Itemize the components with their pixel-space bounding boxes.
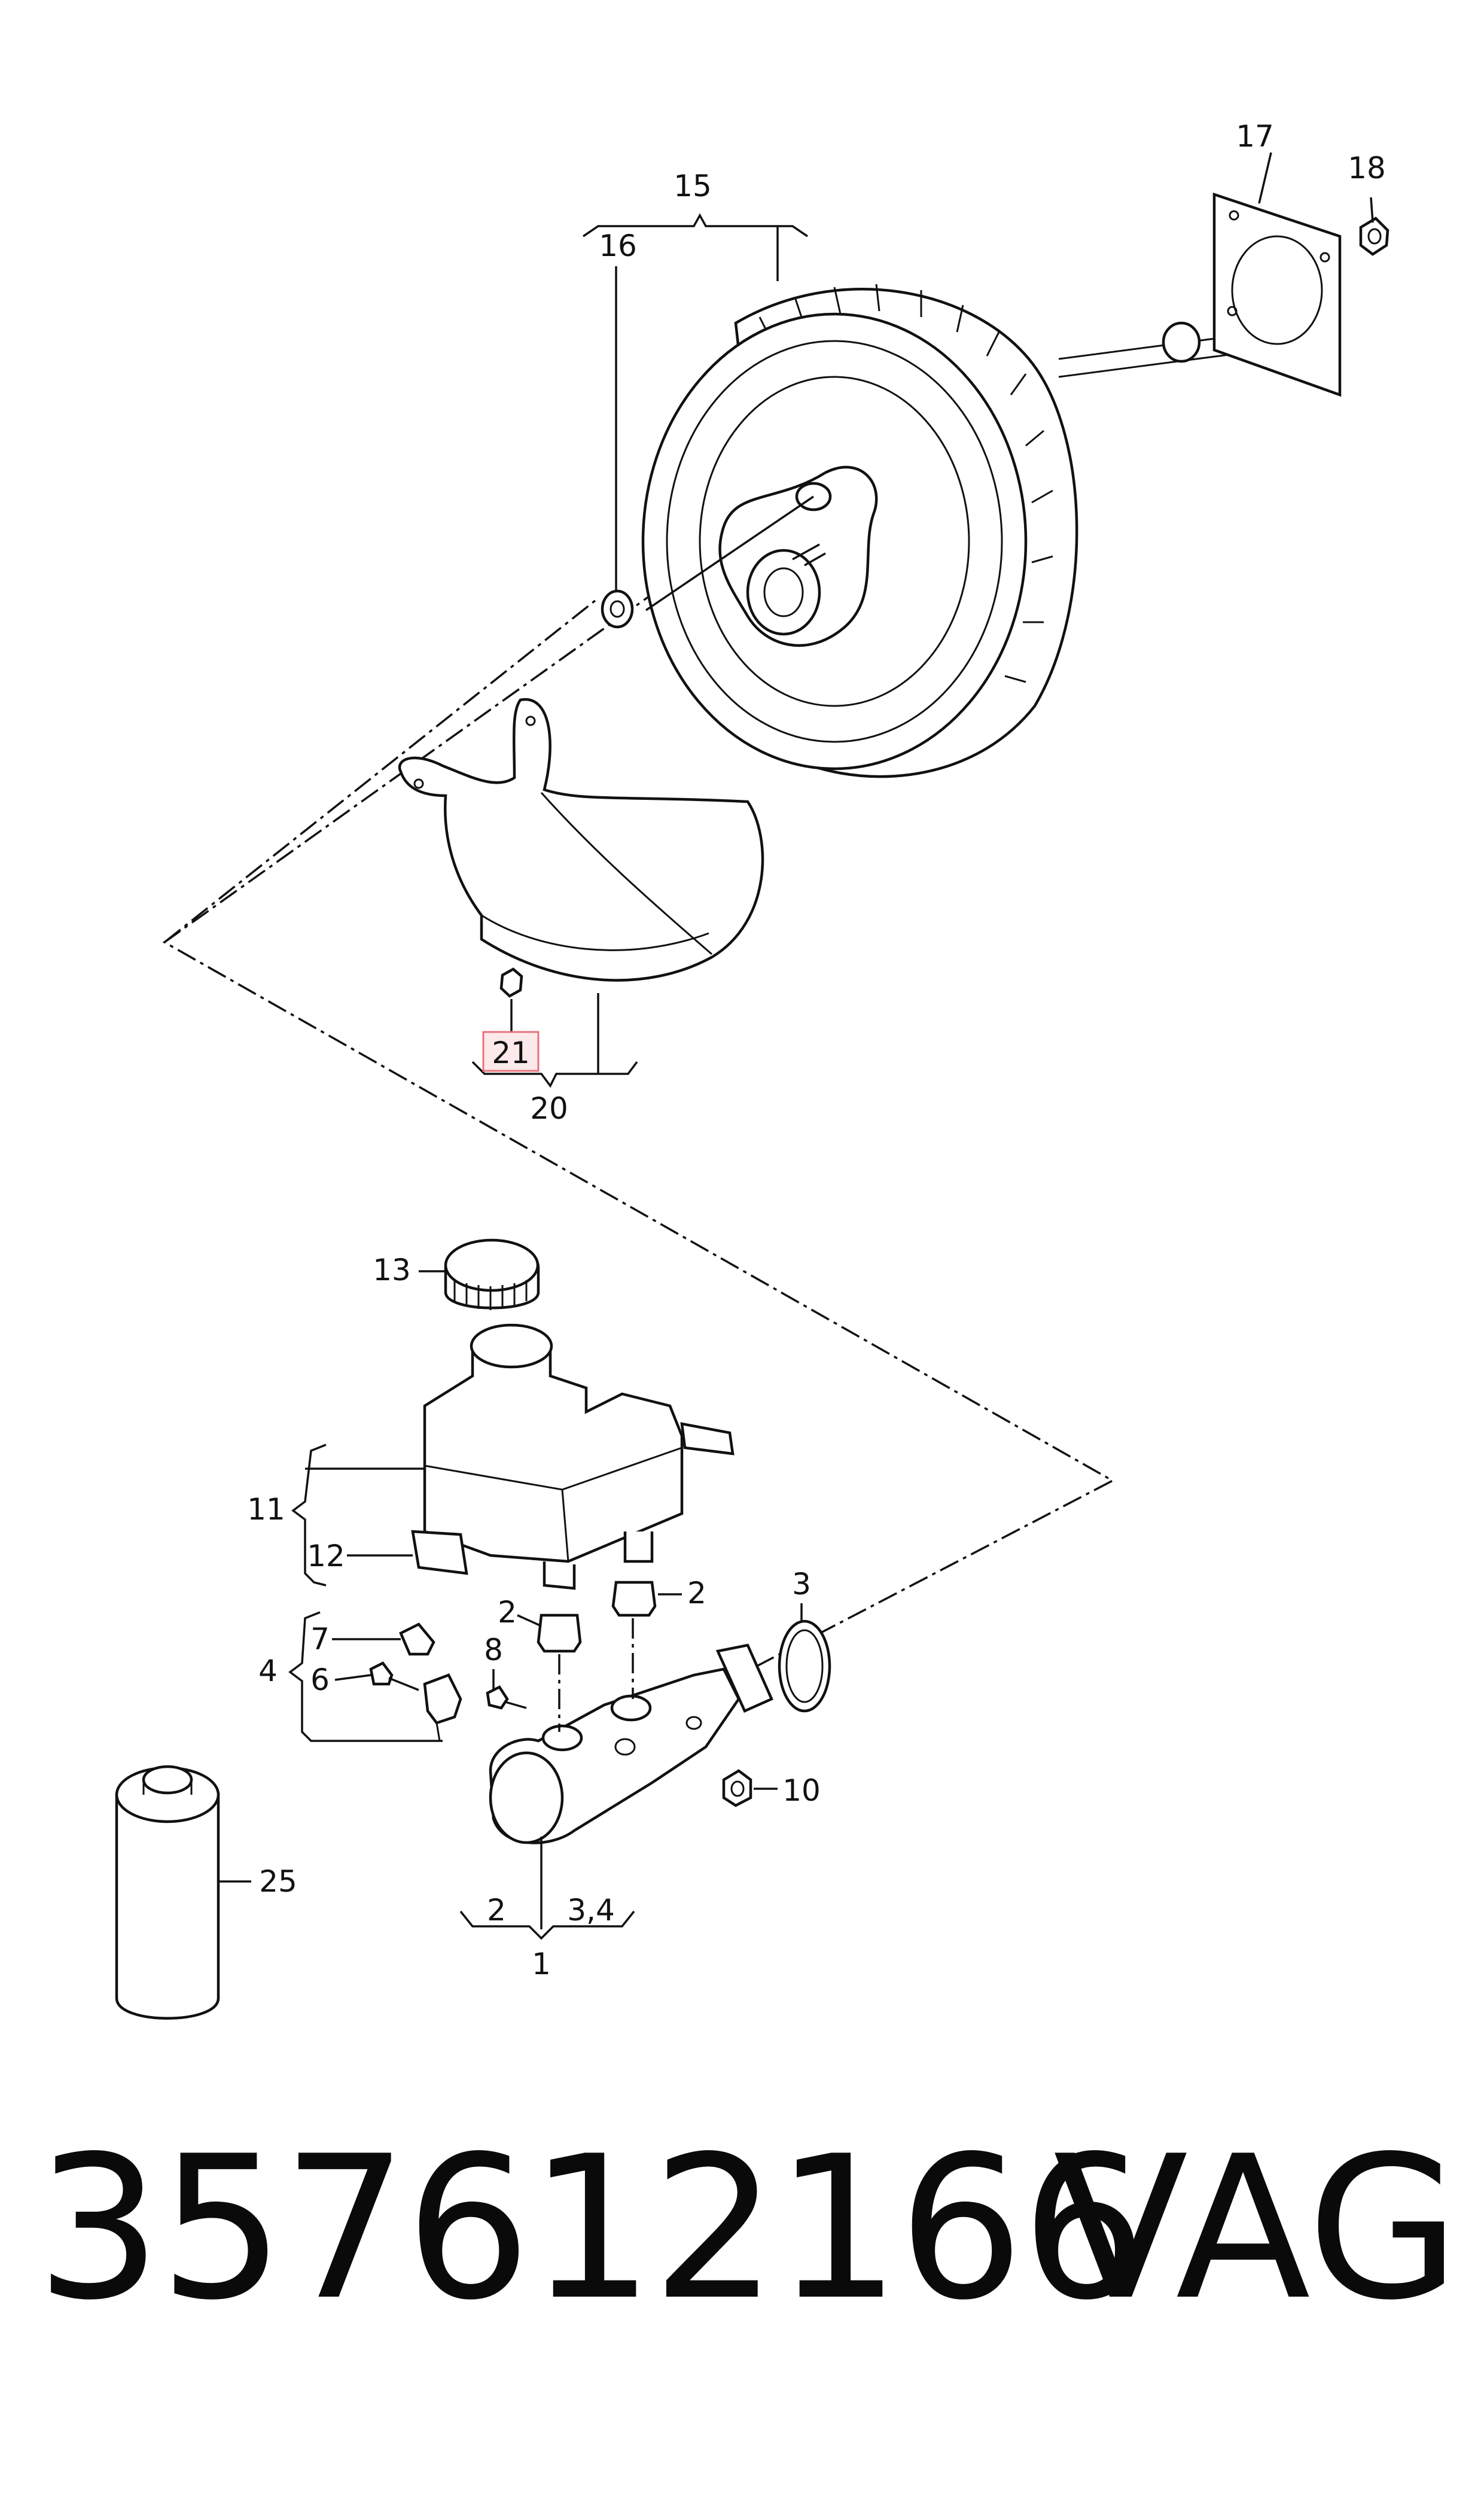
master-cylinder-1 [489, 1643, 773, 1844]
callout-3-4: 3,4 [567, 1893, 615, 1928]
assembly-dash-lines [162, 486, 1115, 1775]
leader-16-stud [645, 495, 814, 611]
callout-16: 16 [599, 229, 637, 263]
callout-18: 18 [1348, 151, 1386, 185]
callout-2-cylinder: 2 [487, 1893, 506, 1928]
brake-light-switch-7 [399, 1622, 435, 1656]
brake-booster [641, 284, 1334, 778]
nut-18 [1359, 217, 1389, 256]
callout-21-highlight [482, 1031, 540, 1072]
heat-shield-20 [398, 698, 764, 982]
brake-fluid-reservoir-11 [411, 1323, 735, 1590]
bolt-6 [369, 1661, 419, 1691]
callout-3: 3 [792, 1567, 811, 1601]
callout-25: 25 [259, 1864, 297, 1899]
gasket-17 [1212, 192, 1342, 397]
leader-lines [218, 152, 1374, 1940]
bracket-4 [423, 1673, 462, 1741]
o-ring-3 [778, 1619, 831, 1713]
callout-20: 20 [530, 1091, 568, 1126]
grommet-2-left [537, 1613, 582, 1653]
nut-10 [722, 1769, 752, 1807]
callout-6: 6 [310, 1663, 330, 1697]
bolt-8 [486, 1685, 527, 1710]
callout-1: 1 [532, 1947, 551, 1981]
callout-10: 10 [782, 1773, 821, 1808]
callout-13: 13 [373, 1253, 411, 1287]
exploded-parts-diagram: 15 16 17 18 21 20 13 11 12 2 2 3 4 7 6 8… [115, 119, 1389, 2020]
callout-2-reservoir-left: 2 [498, 1595, 517, 1630]
callout-4: 4 [258, 1654, 278, 1688]
callout-15: 15 [674, 169, 712, 203]
callout-7: 7 [310, 1622, 330, 1657]
callout-labels: 15 16 17 18 21 20 13 11 12 2 2 3 4 7 6 8… [247, 119, 1386, 1981]
callout-17: 17 [1236, 119, 1274, 154]
callout-8: 8 [484, 1633, 503, 1667]
grommet-2-right [611, 1581, 657, 1617]
part-number: 357612166 [36, 2114, 1147, 2343]
manufacturer-name: VAG [1053, 2114, 1460, 2343]
callout-2-reservoir-right: 2 [687, 1576, 706, 1610]
callout-12: 12 [307, 1539, 345, 1573]
nut-16 [601, 589, 634, 629]
callout-11: 11 [247, 1492, 285, 1527]
reservoir-cap-13 [444, 1238, 540, 1310]
callout-21: 21 [492, 1036, 530, 1070]
brake-fluid-bottle-25 [115, 1765, 220, 2020]
screw-21 [499, 967, 523, 998]
